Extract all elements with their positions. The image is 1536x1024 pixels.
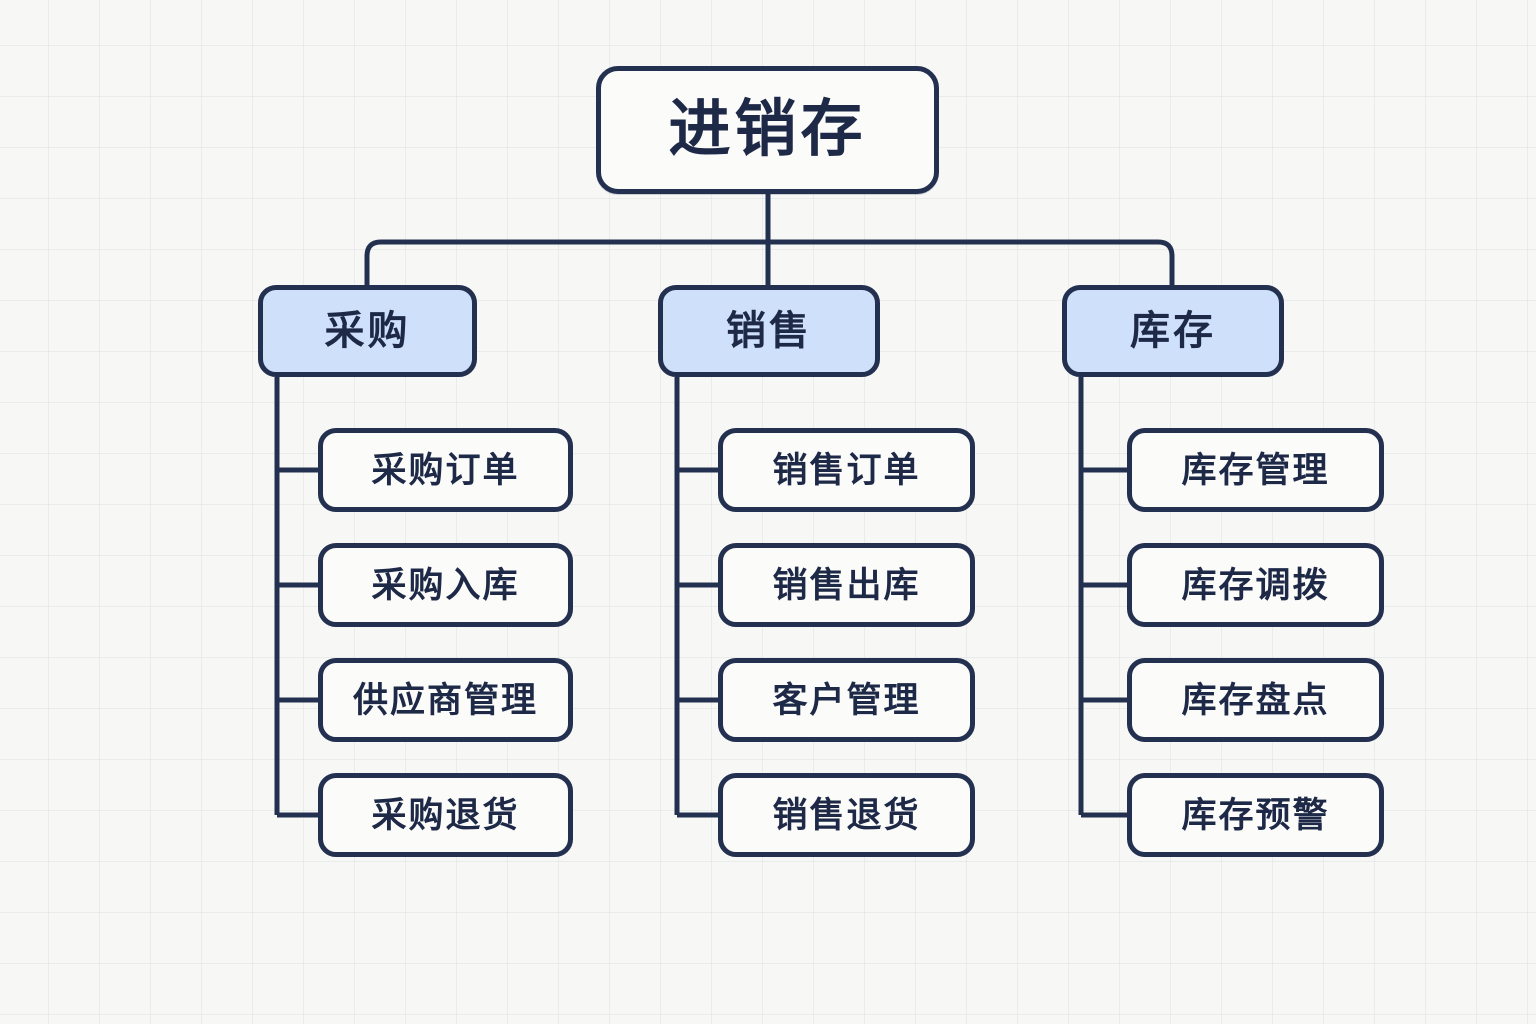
node-leaf-label: 采购入库 (371, 565, 520, 605)
node-leaf-label: 销售订单 (772, 450, 921, 490)
node-leaf-2-1[interactable]: 销售订单 (718, 428, 975, 512)
node-leaf-label: 库存盘点 (1181, 680, 1330, 720)
node-leaf-label: 采购订单 (371, 450, 520, 490)
node-branch-3[interactable]: 库存 (1062, 285, 1284, 377)
node-leaf-3-1[interactable]: 库存管理 (1127, 428, 1384, 512)
node-branch-label: 库存 (1130, 309, 1216, 353)
node-leaf-label: 供应商管理 (352, 680, 538, 720)
node-branch-label: 采购 (324, 309, 411, 353)
connector-branch-bus (364, 239, 1175, 285)
node-leaf-2-3[interactable]: 客户管理 (718, 658, 975, 742)
node-leaf-label: 客户管理 (772, 680, 921, 720)
node-leaf-3-3[interactable]: 库存盘点 (1127, 658, 1384, 742)
node-root-inventory-system[interactable]: 进销存 (596, 66, 939, 194)
node-leaf-label: 采购退货 (371, 795, 520, 835)
node-leaf-2-4[interactable]: 销售退货 (718, 773, 975, 857)
node-leaf-label: 库存预警 (1181, 795, 1330, 835)
node-branch-1[interactable]: 采购 (258, 285, 477, 377)
node-leaf-3-2[interactable]: 库存调拨 (1127, 543, 1384, 627)
node-leaf-1-1[interactable]: 采购订单 (318, 428, 573, 512)
node-leaf-label: 销售出库 (772, 565, 921, 605)
node-leaf-1-2[interactable]: 采购入库 (318, 543, 573, 627)
node-root-label: 进销存 (668, 95, 867, 164)
node-leaf-3-4[interactable]: 库存预警 (1127, 773, 1384, 857)
node-leaf-1-4[interactable]: 采购退货 (318, 773, 573, 857)
node-branch-2[interactable]: 销售 (658, 285, 880, 377)
node-branch-label: 销售 (726, 309, 812, 353)
node-leaf-label: 库存管理 (1181, 450, 1330, 490)
node-leaf-2-2[interactable]: 销售出库 (718, 543, 975, 627)
node-leaf-1-3[interactable]: 供应商管理 (318, 658, 573, 742)
node-leaf-label: 库存调拨 (1181, 565, 1330, 605)
node-leaf-label: 销售退货 (772, 795, 921, 835)
